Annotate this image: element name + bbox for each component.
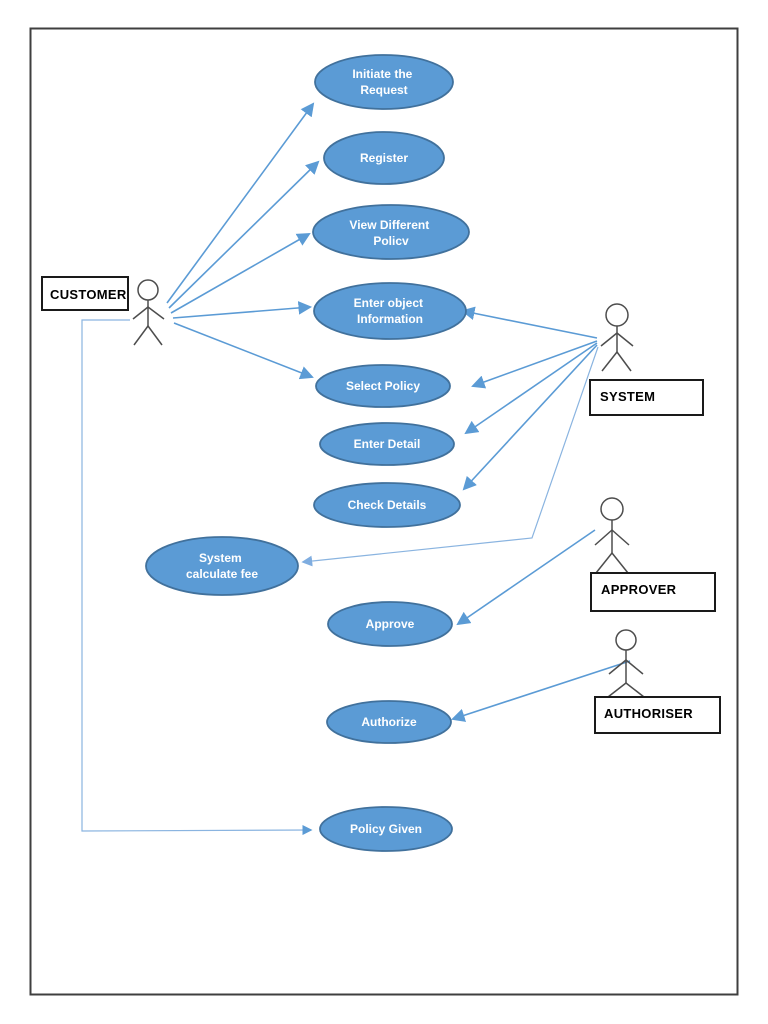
use-case-ellipse <box>323 131 445 185</box>
stick-figure-arm <box>616 332 634 347</box>
stick-figure-arm <box>600 332 618 347</box>
use-case-select-policy: Select Policy <box>315 364 451 408</box>
stick-figure-leg <box>147 325 163 346</box>
use-case-enter-detail: Enter Detail <box>319 422 455 466</box>
assoc-customer-register <box>168 160 320 309</box>
stick-figure-leg <box>595 552 613 574</box>
use-case-ellipse <box>326 700 452 744</box>
use-case-label: Enter Detail <box>354 437 421 451</box>
actor-system-box <box>589 379 704 416</box>
use-case-policy-given: Policy Given <box>319 806 453 852</box>
assoc-customer-policy-given <box>81 319 313 836</box>
actor-customer-box <box>41 276 129 311</box>
use-case-label: Initiate the Request <box>352 67 415 97</box>
stick-figure-leg <box>607 682 627 698</box>
use-case-label: Approve <box>366 617 415 631</box>
use-case-enter-object-information: Enter object Information <box>313 282 467 340</box>
actor-approver: APPROVER <box>590 497 716 612</box>
use-case-label: View Different Policv <box>349 218 432 248</box>
use-case-label: Check Details <box>348 498 427 512</box>
actor-approver-label: APPROVER <box>601 582 677 597</box>
actor-system-label: SYSTEM <box>600 389 655 404</box>
stick-figure-leg <box>133 325 149 346</box>
use-case-ellipse <box>319 422 455 466</box>
stick-figure-head <box>600 497 624 521</box>
assoc-system-enter-object <box>461 306 598 339</box>
stick-figure-arm <box>147 306 165 320</box>
actor-customer: CUSTOMER <box>41 276 165 346</box>
assoc-approver-approve <box>456 529 596 626</box>
stick-figure-leg <box>625 682 645 698</box>
use-case-view-different-policy: View Different Policv <box>312 204 470 260</box>
use-case-register: Register <box>323 131 445 185</box>
stick-figure-arm <box>608 659 627 675</box>
actor-authoriser-label: AUTHORISER <box>604 706 693 721</box>
associations <box>81 102 631 836</box>
use-case-ellipse <box>319 806 453 852</box>
stick-figure-arm <box>625 659 644 675</box>
use-case-approve: Approve <box>327 601 453 647</box>
stick-figure-authoriser <box>607 629 645 698</box>
stick-figure-approver <box>594 497 630 574</box>
actor-authoriser-box <box>594 696 721 734</box>
stick-figure-arm <box>594 529 613 546</box>
assoc-customer-select-policy <box>173 322 314 380</box>
assoc-system-select-policy <box>471 340 598 389</box>
stick-figure-head <box>605 303 629 327</box>
actor-system: SYSTEM <box>589 303 704 416</box>
use-case-label: Policy Given <box>350 822 422 836</box>
actor-authoriser: AUTHORISER <box>594 629 721 734</box>
stick-figure-arm <box>611 529 630 546</box>
use-case-authorize: Authorize <box>326 700 452 744</box>
use-case-label: Authorize <box>361 715 417 729</box>
use-case-label: System calculate fee <box>186 551 258 581</box>
use-case-system-calculate-fee: System calculate fee <box>145 536 299 596</box>
use-case-ellipse <box>313 482 461 528</box>
use-case-check-details: Check Details <box>313 482 461 528</box>
use-case-ellipse <box>327 601 453 647</box>
use-case-label: Select Policy <box>346 379 420 393</box>
assoc-authoriser-authorize <box>451 660 631 722</box>
assoc-system-check-details <box>462 344 598 491</box>
use-case-ellipse <box>313 282 467 340</box>
assoc-system-enter-detail <box>464 342 598 435</box>
actor-customer-label: CUSTOMER <box>50 287 127 302</box>
use-case-ellipse <box>312 204 470 260</box>
stick-figure-head <box>615 629 637 651</box>
use-case-label: Enter object Information <box>354 296 427 326</box>
stick-figure-arm <box>132 306 149 320</box>
assoc-system-calculate-fee <box>301 346 599 567</box>
stick-figure-leg <box>601 351 618 372</box>
assoc-customer-enter-object <box>172 301 313 319</box>
stick-figure-head <box>137 279 159 301</box>
actor-approver-box <box>590 572 716 612</box>
stick-figure-system <box>600 303 634 372</box>
stick-figure-leg <box>616 351 632 372</box>
stick-figure-leg <box>611 552 629 574</box>
assoc-customer-initiate-request <box>166 102 315 304</box>
stick-figure-customer <box>132 279 165 346</box>
use-case-ellipse <box>314 54 454 110</box>
assoc-customer-view-policy <box>170 232 311 314</box>
use-case-initiate-request: Initiate the Request <box>314 54 454 110</box>
use-case-ellipse <box>145 536 299 596</box>
use-case-label: Register <box>360 151 408 165</box>
use-case-ellipse <box>315 364 451 408</box>
